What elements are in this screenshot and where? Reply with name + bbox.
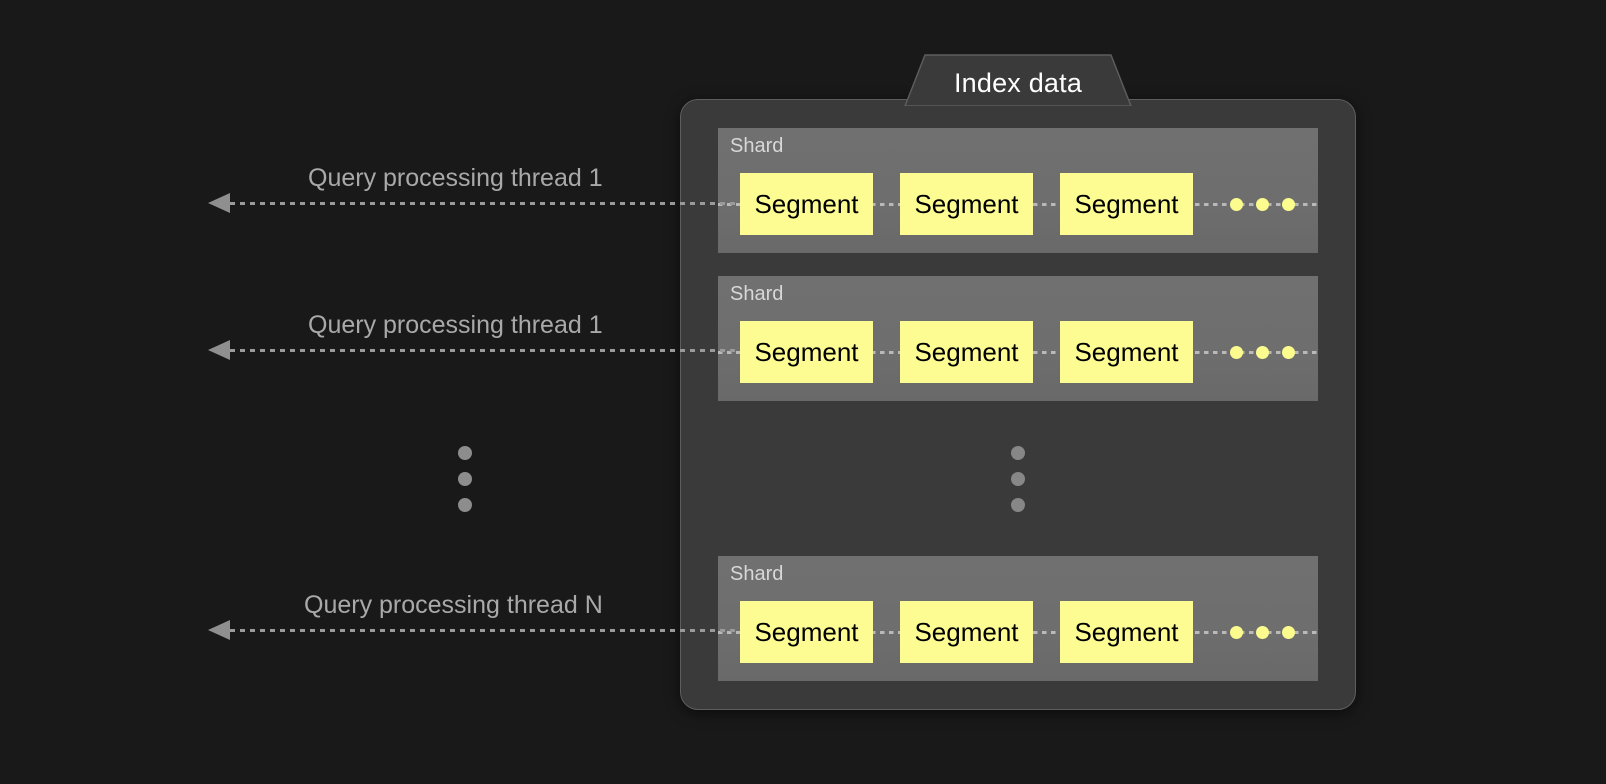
ellipsis-dot: [458, 446, 472, 460]
shard-label: Shard: [730, 283, 784, 305]
thread-arrow-row: [208, 620, 738, 640]
segment-ellipsis-dot: [1282, 626, 1295, 639]
shard-row: Shard Segment Segment Segment: [718, 556, 1318, 681]
arrow-left-icon: [208, 193, 230, 213]
shard-row: Shard Segment Segment Segment: [718, 276, 1318, 401]
thread-label: Query processing thread 1: [308, 311, 603, 339]
thread-dotted-line: [230, 349, 738, 352]
segment-ellipsis-dot: [1256, 198, 1269, 211]
thread-arrow-row: [208, 340, 738, 360]
segment-box: Segment: [1060, 321, 1193, 383]
ellipsis-dot: [458, 472, 472, 486]
segment-box: Segment: [740, 321, 873, 383]
ellipsis-dot: [458, 498, 472, 512]
segment-box: Segment: [1060, 173, 1193, 235]
segment-box: Segment: [740, 173, 873, 235]
thread-label: Query processing thread 1: [308, 164, 603, 192]
segment-box: Segment: [740, 601, 873, 663]
thread-label: Query processing thread N: [304, 591, 603, 619]
thread-dotted-line: [230, 629, 738, 632]
segment-box: Segment: [1060, 601, 1193, 663]
shard-label: Shard: [730, 563, 784, 585]
arrow-left-icon: [208, 620, 230, 640]
shard-label: Shard: [730, 135, 784, 157]
segment-box: Segment: [900, 173, 1033, 235]
segment-ellipsis-dot: [1230, 346, 1243, 359]
segment-ellipsis-dot: [1282, 346, 1295, 359]
ellipsis-dot: [1011, 472, 1025, 486]
tab-shape-icon: [904, 54, 1132, 106]
segment-ellipsis-dot: [1230, 626, 1243, 639]
segment-box: Segment: [900, 321, 1033, 383]
segment-ellipsis-dot: [1282, 198, 1295, 211]
arrow-left-icon: [208, 340, 230, 360]
segment-ellipsis-dot: [1256, 626, 1269, 639]
index-data-tab: Index data: [900, 54, 1136, 106]
thread-arrow-row: [208, 193, 738, 213]
thread-dotted-line: [230, 202, 738, 205]
threads-vertical-ellipsis: [458, 446, 472, 524]
index-data-tab-label: Index data: [953, 67, 1083, 98]
segment-ellipsis-dot: [1230, 198, 1243, 211]
shard-row: Shard Segment Segment Segment: [718, 128, 1318, 253]
segment-box: Segment: [900, 601, 1033, 663]
segment-ellipsis-dot: [1256, 346, 1269, 359]
ellipsis-dot: [1011, 498, 1025, 512]
ellipsis-dot: [1011, 446, 1025, 460]
panel-vertical-ellipsis: [1011, 446, 1025, 524]
